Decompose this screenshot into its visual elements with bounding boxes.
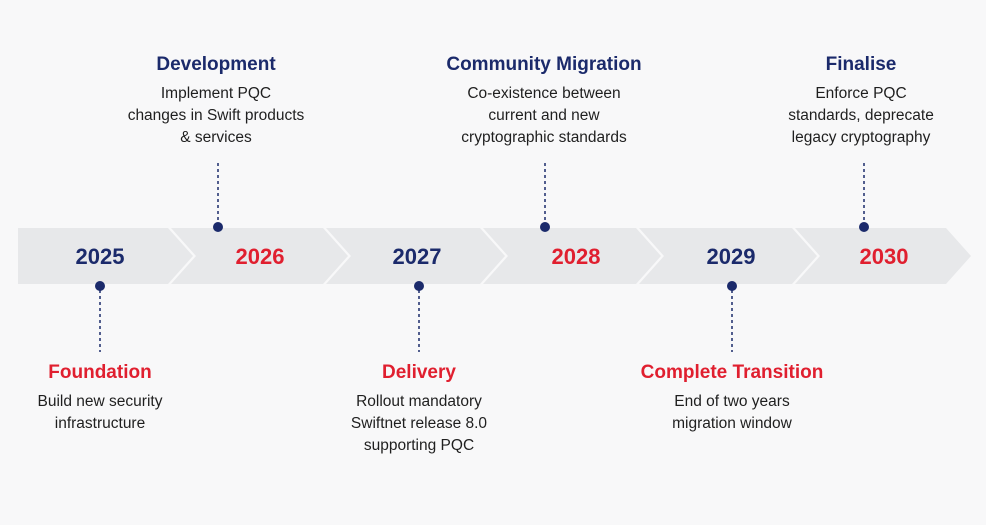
upper-dots [213, 222, 869, 232]
stage-title-foundation: Foundation [48, 362, 152, 383]
stage-title-community-migration: Community Migration [446, 54, 642, 75]
dot-delivery [414, 281, 424, 291]
chevron-segment-2028 [483, 228, 661, 284]
stage-desc-finalise: Enforce PQC standards, deprecate legacy … [788, 85, 934, 146]
stage-complete-transition: Complete Transition End of two years mig… [602, 361, 862, 435]
stage-desc-complete-transition: End of two years migration window [672, 393, 792, 432]
stage-community-migration: Community Migration Co-existence between… [414, 53, 674, 149]
stage-title-complete-transition: Complete Transition [640, 362, 824, 383]
stage-title-development: Development [156, 54, 276, 75]
chevron-segment-2029 [639, 228, 817, 284]
dot-development [213, 222, 223, 232]
stage-desc-delivery: Rollout mandatory Swiftnet release 8.0 s… [350, 393, 488, 454]
dot-community-migration [540, 222, 550, 232]
stage-delivery: Delivery Rollout mandatory Swiftnet rele… [289, 361, 549, 457]
chevron-segment-2030 [795, 228, 971, 284]
dot-foundation [95, 281, 105, 291]
lower-dots [95, 281, 737, 291]
stage-development: Development Implement PQC changes in Swi… [86, 53, 346, 149]
stage-desc-community-migration: Co-existence between current and new cry… [461, 85, 627, 146]
year-labels: 2025 2026 2027 2028 2029 2030 [76, 244, 909, 269]
year-2025: 2025 [76, 244, 125, 269]
stage-foundation: Foundation Build new security infrastruc… [0, 361, 230, 435]
chevron-segment-2025 [18, 228, 193, 284]
lower-connectors [99, 290, 733, 352]
dot-complete-transition [727, 281, 737, 291]
chevron-segment-2027 [326, 228, 505, 284]
stage-finalise: Finalise Enforce PQC standards, deprecat… [731, 53, 986, 149]
stage-title-finalise: Finalise [825, 54, 897, 75]
year-2027: 2027 [393, 244, 442, 269]
chevron-band [18, 228, 971, 284]
stage-desc-development: Implement PQC changes in Swift products … [127, 85, 305, 146]
year-2029: 2029 [707, 244, 756, 269]
year-2028: 2028 [552, 244, 601, 269]
dot-finalise [859, 222, 869, 232]
upper-connectors [217, 163, 865, 224]
stage-title-delivery: Delivery [382, 362, 456, 383]
chevron-segment-2026 [171, 228, 348, 284]
year-2026: 2026 [236, 244, 285, 269]
stage-desc-foundation: Build new security infrastructure [37, 393, 163, 432]
year-2030: 2030 [860, 244, 909, 269]
